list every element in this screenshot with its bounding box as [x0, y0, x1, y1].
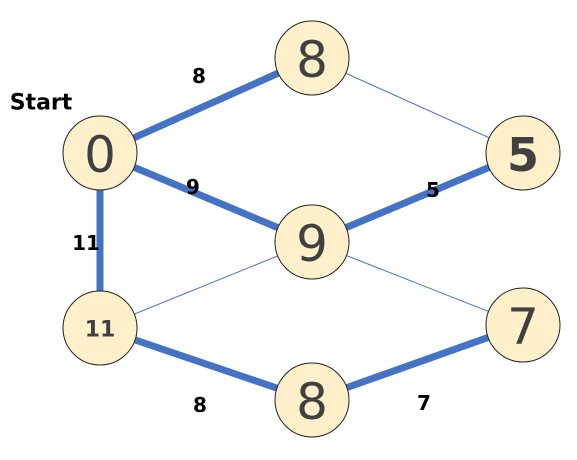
nodes-layer: 0 8 5 9 11 7 8 [62, 20, 561, 438]
node-label: 11 [85, 318, 116, 343]
node-label: 8 [296, 373, 328, 431]
node-circle [274, 204, 350, 280]
edge-n9-n7 [311, 241, 524, 326]
edge-weight-n8bot-n7: 7 [417, 391, 431, 415]
node-n8top: 8 [274, 20, 350, 96]
edge-n11-n9 [99, 241, 313, 329]
start-label: Start [10, 91, 73, 116]
node-n5: 5 [485, 115, 561, 191]
edge-n8top-n5 [311, 57, 524, 154]
labels-layer: 8 9 11 5 8 7 [72, 64, 440, 417]
edge-weight-n0-n8top: 8 [192, 64, 206, 88]
node-label: 7 [507, 298, 539, 356]
edge-n0-n9 [98, 149, 314, 246]
node-label: 8 [296, 31, 328, 89]
edge-weight-n11-n8bot: 8 [193, 393, 207, 417]
node-label: 0 [84, 126, 116, 184]
node-n11: 11 [62, 290, 138, 366]
node-circle [62, 115, 138, 191]
node-circle [274, 362, 350, 438]
edge-n0-n8top [98, 54, 314, 157]
edge-n9-n5 [310, 149, 525, 246]
edge-weight-n0-n9: 9 [186, 175, 200, 199]
node-label: 9 [296, 215, 328, 273]
edge-weight-n0-n11: 11 [72, 231, 100, 255]
node-circle [62, 290, 138, 366]
node-n8bot: 8 [274, 362, 350, 438]
node-label: 5 [507, 128, 539, 182]
node-n7: 7 [485, 287, 561, 363]
node-circle [485, 115, 561, 191]
node-circle [274, 20, 350, 96]
node-circle [485, 287, 561, 363]
node-n9: 9 [274, 204, 350, 280]
edge-weight-n9-n5: 5 [426, 178, 440, 202]
node-n0: 0 [62, 115, 138, 191]
